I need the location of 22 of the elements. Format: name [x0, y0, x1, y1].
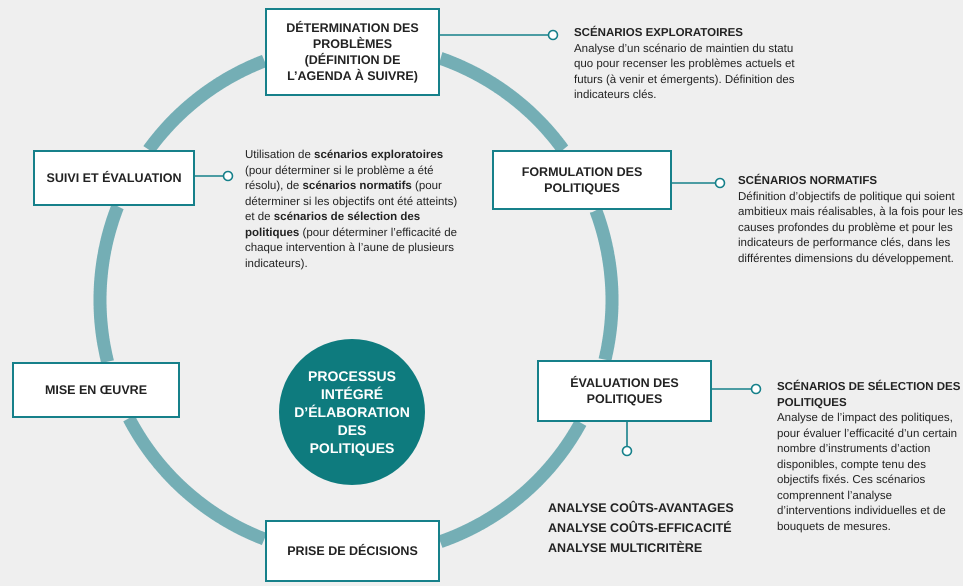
process-box: MISE EN ŒUVRE	[12, 362, 180, 418]
process-box: DÉTERMINATION DES PROBLÈMES (DÉFINITION DE L’AGENDA À SUIVRE)	[265, 8, 440, 96]
leader-line	[622, 422, 632, 456]
process-box: SUIVI ET ÉVALUATION	[33, 150, 195, 206]
note-text: Analyse de l’impact des politiques, pour évaluer l’efficacité d’un certain nombre d’instruments d’action disponibles, compte tenu des objectifs fixés. Ces scénarios comprennent l’analyse d’interventions individuelles et de bouquets de mesures.	[777, 411, 958, 534]
leader-line	[672, 178, 726, 188]
process-box: FORMULATION DES POLITIQUES	[492, 150, 672, 210]
note-heading: SCÉNARIOS DE SÉLECTION DES POLITIQUES	[777, 380, 962, 410]
method-label: ANALYSE COÛTS-AVANTAGES	[548, 500, 735, 517]
note-heading: SCÉNARIOS NORMATIFS	[738, 174, 878, 189]
leader-line	[712, 384, 762, 394]
center-circle: PROCESSUS INTÉGRÉ D’ÉLABORATION DES POLITIQUES	[279, 339, 425, 485]
note-text: Définition d’objectifs de politique qui soient ambitieux mais réalisables, à la fois pour les causes profondes du problème et pour les indicateurs de performance clés, dans les différentes dimensions du développement.	[738, 190, 963, 266]
method-label: ANALYSE MULTICRITÈRE	[548, 540, 704, 557]
method-label: ANALYSE COÛTS-EFFICACITÉ	[548, 520, 733, 537]
leader-line	[195, 170, 234, 182]
note-text: Utilisation de scénarios exploratoires (pour déterminer si le problème a été résolu), de scénarios normatifs (pour déterminer si les objectifs ont été atteints) et de scénarios de sélection des politiques (pour déterminer l’efficacité de chaque intervention à l’aune de plusieurs indicateurs).	[245, 148, 467, 272]
note-heading: SCÉNARIOS EXPLORATOIRES	[574, 26, 744, 41]
note-text: Analyse d’un scénario de maintien du statu quo pour recenser les problèmes actuels et futurs (à venir et émergents). Définition des indicateurs clés.	[574, 42, 796, 103]
process-box: ÉVALUATION DES POLITIQUES	[537, 360, 712, 422]
leader-line	[440, 30, 558, 40]
process-box: PRISE DE DÉCISIONS	[265, 520, 440, 582]
